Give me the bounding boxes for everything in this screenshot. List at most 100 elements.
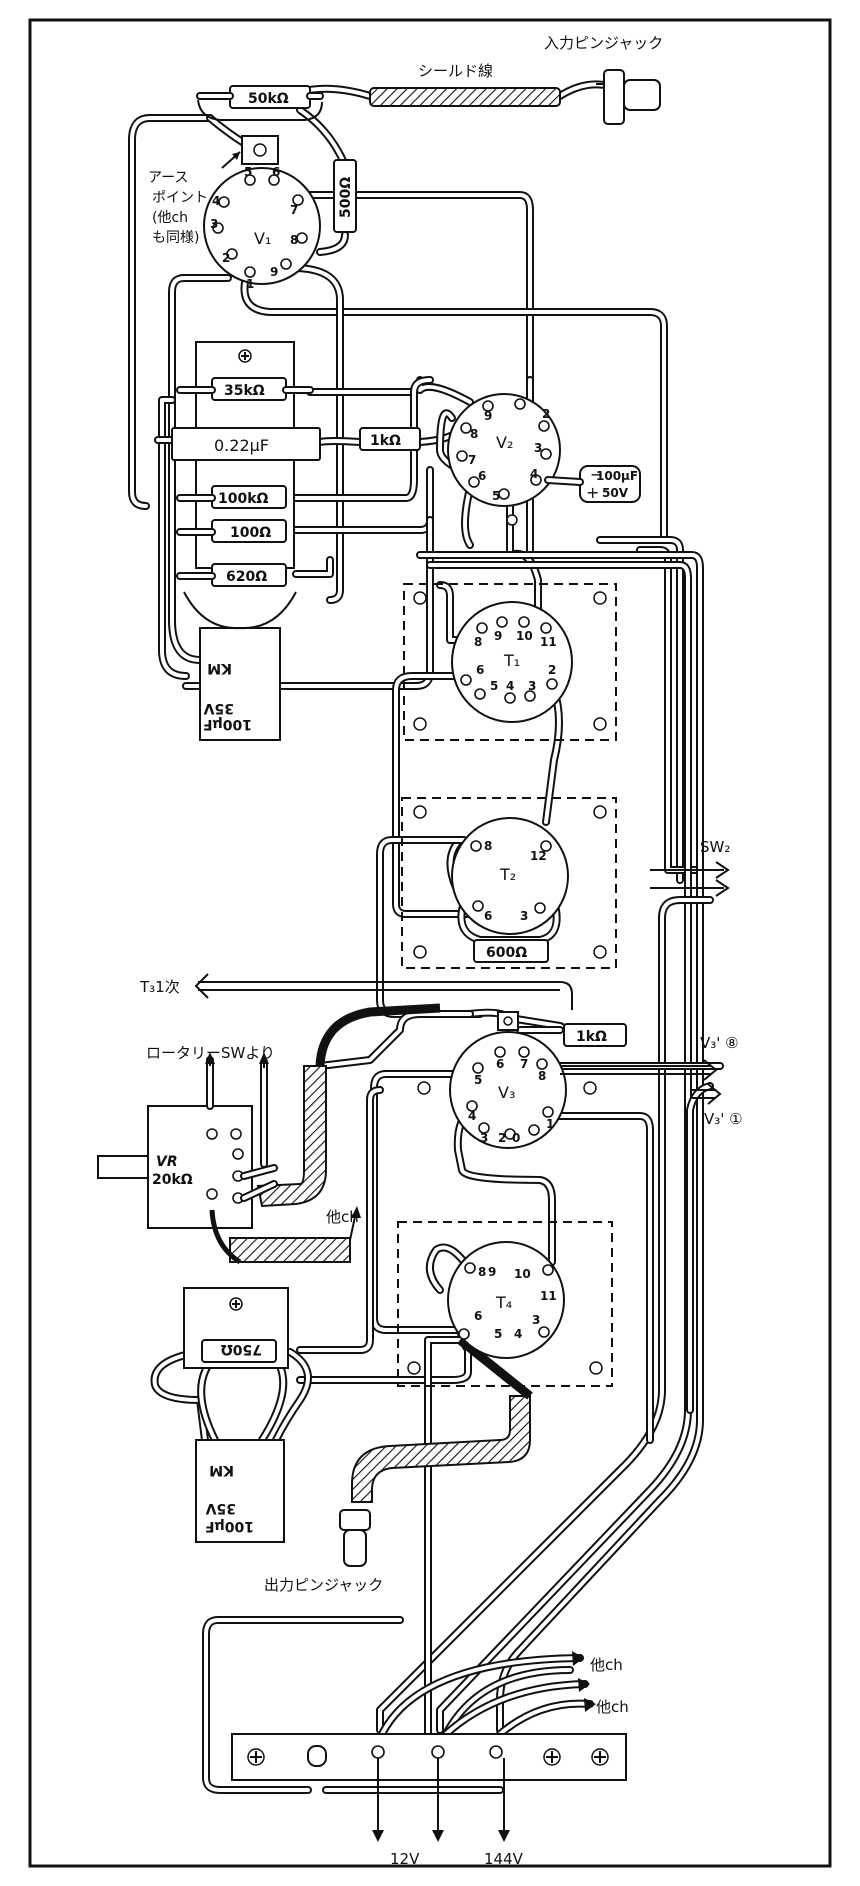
chassis-frame <box>28 18 832 1868</box>
capacitor-small-line2: 50V <box>602 486 629 500</box>
shield-cable-other-ch <box>229 1237 351 1263</box>
other-ch-label-1: 他ch <box>326 1208 359 1226</box>
resistor-100-label: 100Ω <box>230 525 271 541</box>
svg-text:10: 10 <box>516 629 533 643</box>
svg-text:2: 2 <box>222 251 230 265</box>
svg-text:9: 9 <box>270 265 278 279</box>
resistor-600-label: 600Ω <box>486 945 527 961</box>
tube-v2-label: V₂ <box>496 433 513 452</box>
svg-text:3: 3 <box>210 217 218 231</box>
svg-text:1: 1 <box>246 277 254 291</box>
v3-pin1-arrow <box>690 1083 722 1105</box>
capacitor-100uf-lower-line3: KM <box>209 1462 234 1478</box>
svg-text:3: 3 <box>532 1313 540 1327</box>
black-wire <box>315 1003 441 1067</box>
svg-text:5: 5 <box>492 489 500 503</box>
shield-cable-output <box>351 1395 531 1503</box>
svg-text:0: 0 <box>512 1131 520 1145</box>
svg-text:も同様): も同様) <box>152 230 199 246</box>
svg-text:4: 4 <box>468 1109 476 1123</box>
svg-text:+: + <box>586 483 599 502</box>
capacitor-100uf-upper-line2: 35V <box>204 700 234 716</box>
svg-text:9: 9 <box>484 409 492 423</box>
svg-text:2: 2 <box>548 663 556 677</box>
svg-text:2: 2 <box>542 407 550 421</box>
svg-text:5: 5 <box>490 679 498 693</box>
resistor-620: 620Ω <box>211 563 287 587</box>
shield-cable-vr <box>256 1065 327 1208</box>
capacitor-100uf-50v: 100μF 50V + − <box>579 465 641 503</box>
svg-text:8: 8 <box>484 839 492 853</box>
resistor-1k-b-label: 1kΩ <box>576 1029 607 1045</box>
input-jack-label: 入力ピンジャック <box>544 34 663 52</box>
output-jack-label: 出力ピンジャック <box>264 1576 383 1594</box>
svg-text:−: − <box>590 465 603 484</box>
earth-point-label: アース ポイント (他ch も同様) <box>148 170 208 246</box>
svg-text:4: 4 <box>530 467 538 481</box>
capacitor-100uf-upper: 100μF 35V KM <box>199 627 281 741</box>
other-ch-label-2: 他ch <box>590 1656 623 1674</box>
resistor-620-label: 620Ω <box>226 569 267 585</box>
shield-wire-label: シールド線 <box>418 62 493 80</box>
resistor-600: 600Ω <box>473 939 549 963</box>
v3-pin8-arrow <box>560 1059 718 1081</box>
svg-text:5: 5 <box>494 1327 502 1341</box>
resistor-500: 500Ω <box>333 159 357 233</box>
capacitor-100uf-lower-line1: 100μF <box>205 1518 254 1534</box>
svg-text:6: 6 <box>474 1309 482 1323</box>
volume-pot-vr: VR 20kΩ <box>97 1105 253 1229</box>
shield-cable-input <box>369 87 561 107</box>
other-ch-label-3: 他ch <box>596 1698 629 1716</box>
v3-pin1-label: V₃' ① <box>704 1110 743 1128</box>
v144-label: 144V <box>484 1850 524 1868</box>
resistor-750: 750Ω <box>201 1339 277 1363</box>
svg-text:6: 6 <box>272 165 280 179</box>
svg-text:6: 6 <box>476 663 484 677</box>
t3-primary-label: T₃1次 <box>139 978 180 996</box>
sw2-arrows <box>650 861 730 897</box>
capacitor-100uf-upper-line1: 100μF <box>203 716 252 732</box>
transformer-t4-label: T₄ <box>495 1293 512 1312</box>
svg-text:1: 1 <box>546 1117 554 1131</box>
svg-text:4: 4 <box>506 679 514 693</box>
svg-text:4: 4 <box>212 194 220 208</box>
svg-text:8: 8 <box>290 233 298 247</box>
resistor-100k-label: 100kΩ <box>218 491 269 507</box>
tube-v1-label: V₁ <box>254 229 271 248</box>
svg-text:アース: アース <box>148 170 188 186</box>
svg-text:8: 8 <box>538 1069 546 1083</box>
sw2-label: SW₂ <box>700 838 730 856</box>
capacitor-100uf-lower-line2: 35V <box>206 1500 236 1516</box>
resistor-50k: 50kΩ <box>229 85 311 109</box>
vr-label: VR <box>156 1154 178 1170</box>
resistor-750-label: 750Ω <box>221 1341 262 1357</box>
rotary-sw-label: ロータリーSWより <box>146 1044 275 1062</box>
t3-primary-arrow <box>194 973 573 1010</box>
other-ch-arrows <box>349 1206 596 1712</box>
svg-text:9: 9 <box>494 629 502 643</box>
resistor-100k: 100kΩ <box>211 485 287 509</box>
capacitor-0-22uf-label: 0.22μF <box>214 436 269 455</box>
earth-point-lug <box>241 135 279 165</box>
capacitor-100uf-upper-line3: KM <box>207 660 232 676</box>
svg-text:6: 6 <box>496 1057 504 1071</box>
svg-text:3: 3 <box>480 1131 488 1145</box>
input-jack <box>596 69 661 125</box>
resistor-1k-a-label: 1kΩ <box>370 433 401 449</box>
resistor-500-label: 500Ω <box>338 177 354 218</box>
svg-text:7: 7 <box>468 453 476 467</box>
vr-value: 20kΩ <box>152 1172 193 1188</box>
svg-text:7: 7 <box>290 203 298 217</box>
svg-text:7: 7 <box>520 1057 528 1071</box>
svg-text:8: 8 <box>470 427 478 441</box>
v3-pin8-label: V₃' ⑧ <box>700 1034 739 1052</box>
resistor-100: 100Ω <box>211 519 287 543</box>
resistor-1k-b: 1kΩ <box>563 1023 627 1047</box>
svg-text:8: 8 <box>478 1265 486 1279</box>
